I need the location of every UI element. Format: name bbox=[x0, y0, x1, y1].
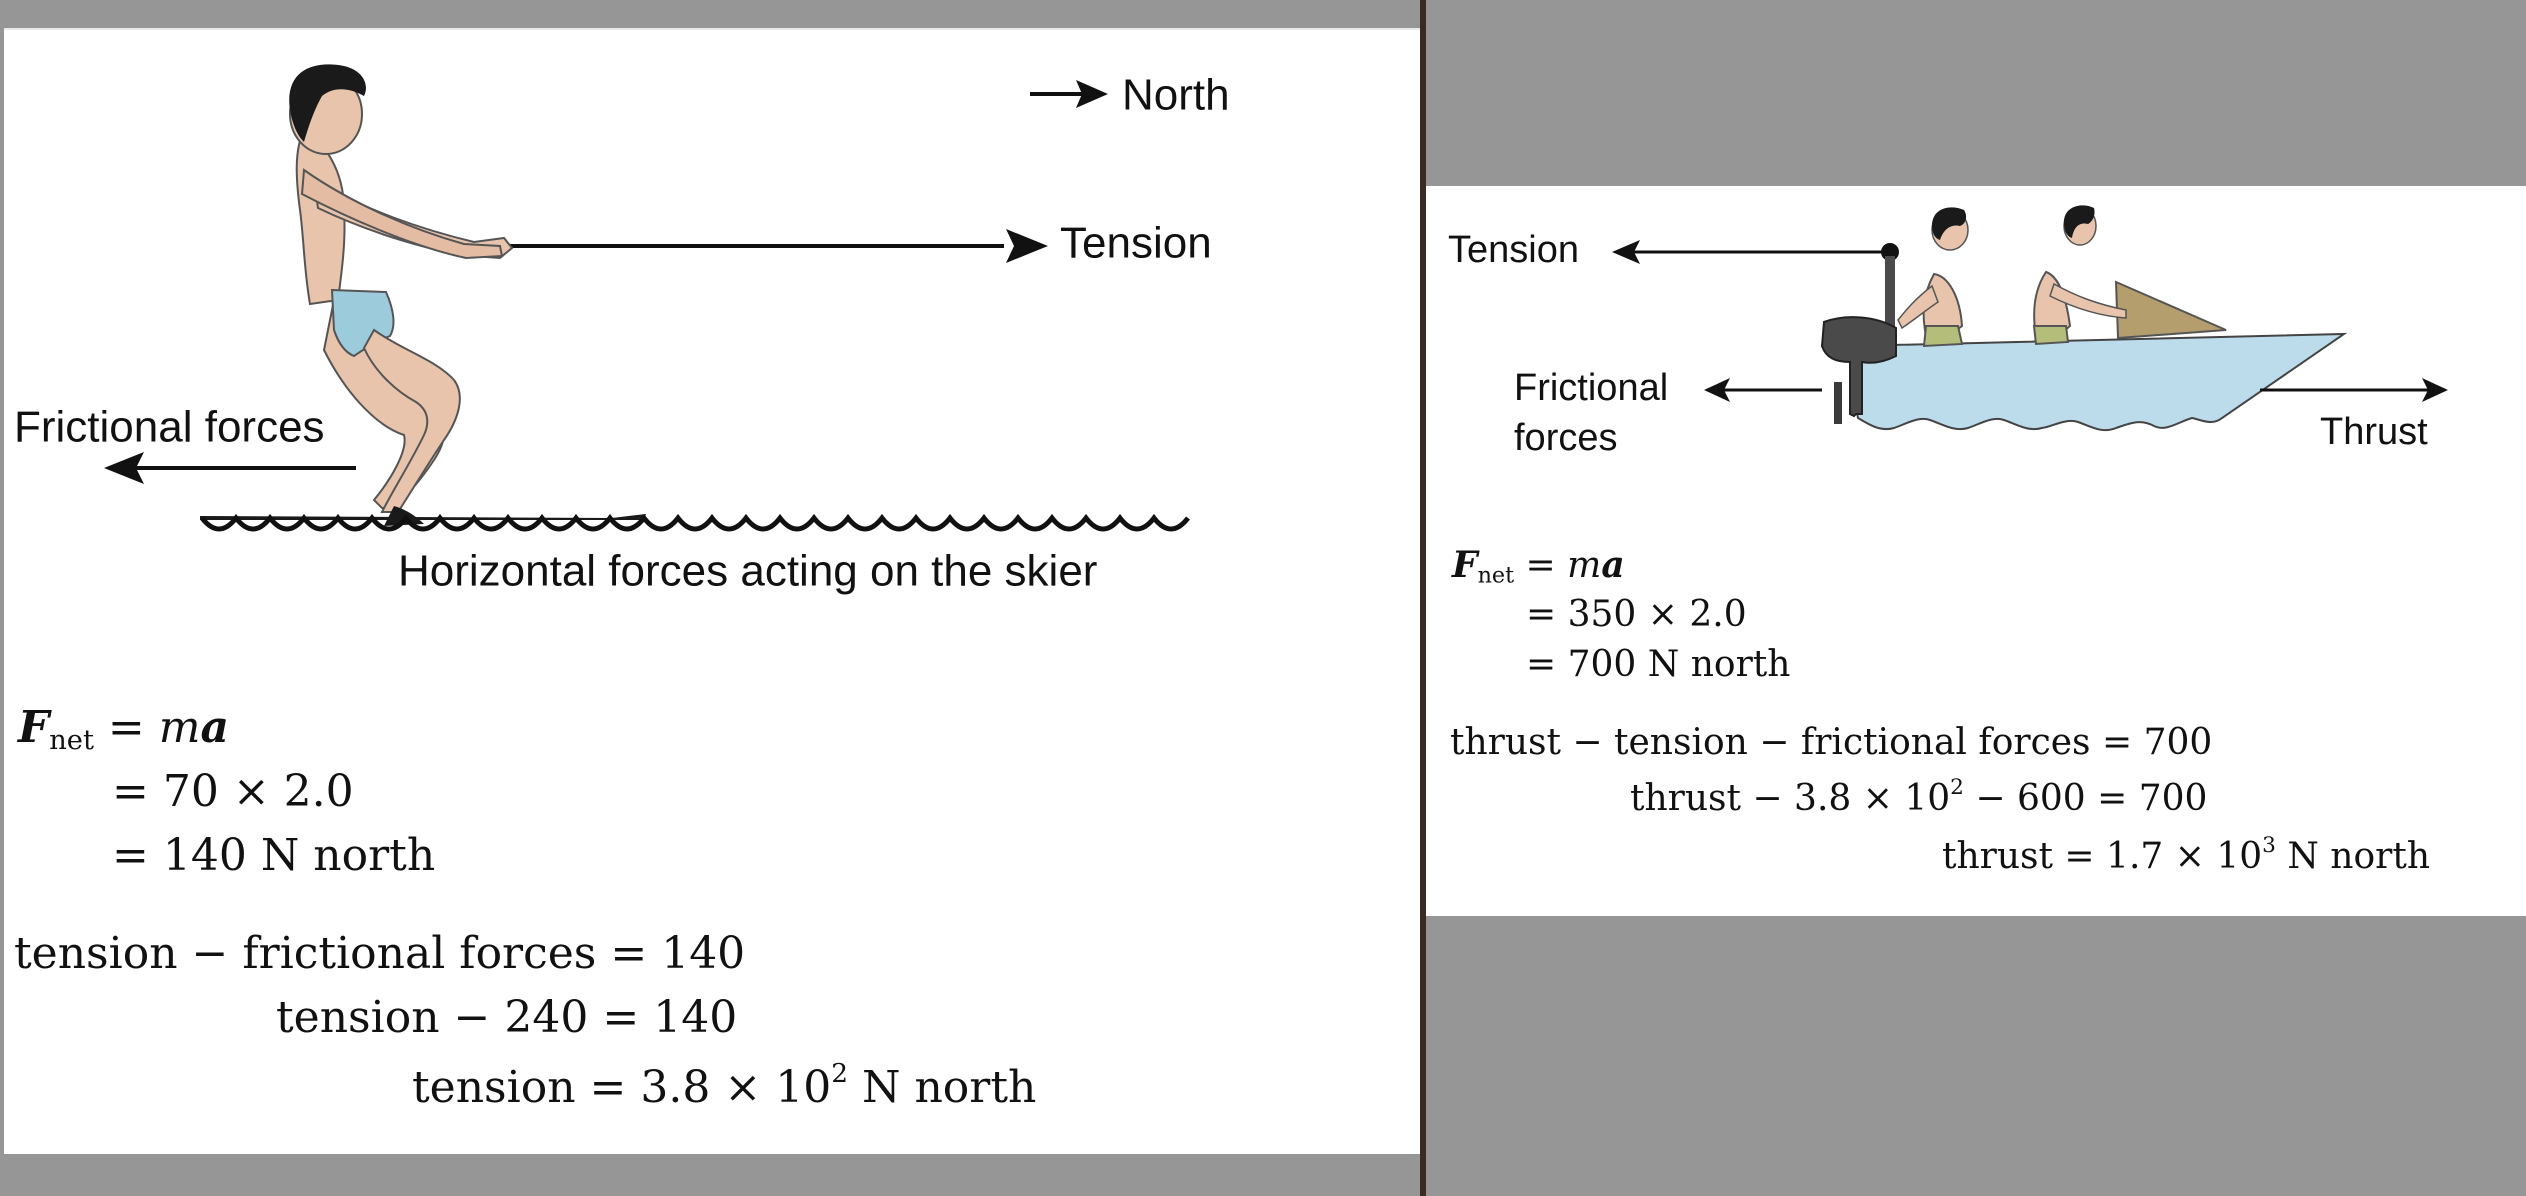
skier-caption: Horizontal forces acting on the skier bbox=[398, 547, 1097, 596]
boat-friction-label-2: forces bbox=[1514, 417, 1617, 459]
tension-arrow-head bbox=[1006, 229, 1048, 263]
boat-eq-line5: thrust − 3.8 × 102 − 600 = 700 bbox=[1630, 774, 2208, 819]
north-label: North bbox=[1122, 71, 1230, 120]
skier-eq-line4: tension − frictional forces = 140 bbox=[14, 928, 746, 979]
boat-driver bbox=[1897, 207, 1969, 348]
panel-divider bbox=[1420, 0, 1426, 1196]
boat-eq-line6: thrust = 1.7 × 103 N north bbox=[1942, 832, 2431, 877]
boat-friction-arrow-head bbox=[1704, 378, 1730, 402]
skier-eq-line3: = 140 N north bbox=[112, 830, 436, 881]
boat-tension-label: Tension bbox=[1448, 229, 1579, 271]
boat-diagram: Tension Frictional forces bbox=[1448, 205, 2448, 459]
skier-figure bbox=[200, 64, 1048, 526]
boat-panel: Tension Frictional forces bbox=[1426, 186, 2526, 916]
skier-diagram: North Frictional forces bbox=[14, 64, 1230, 596]
windshield bbox=[2114, 280, 2227, 340]
friction-arrow-head bbox=[104, 452, 144, 484]
boat-friction-label-1: Frictional bbox=[1514, 367, 1668, 409]
outboard-motor bbox=[1820, 316, 1897, 418]
skier-eq-line2: = 70 × 2.0 bbox=[112, 766, 354, 817]
skier-panel: North Frictional forces bbox=[4, 30, 1420, 1154]
skier-eq-line6: tension = 3.8 × 102 N north bbox=[412, 1058, 1037, 1113]
boat-eq-line3: = 700 N north bbox=[1526, 644, 1791, 685]
water-ski bbox=[200, 514, 646, 520]
friction-label: Frictional forces bbox=[14, 403, 325, 452]
tension-label: Tension bbox=[1060, 219, 1212, 268]
boat-hull bbox=[1851, 332, 2348, 432]
tow-post bbox=[1885, 256, 1895, 346]
boat-eq-line2: = 350 × 2.0 bbox=[1526, 594, 1747, 635]
skier-hair bbox=[289, 64, 366, 142]
thrust-label: Thrust bbox=[2320, 411, 2428, 453]
boat-eq-fnet: Fnet = ma bbox=[1452, 544, 1625, 589]
thrust-arrow-head bbox=[2422, 378, 2448, 402]
boat-passenger bbox=[2032, 205, 2227, 346]
water-waves bbox=[200, 513, 1190, 532]
north-arrow-head bbox=[1076, 80, 1108, 108]
boat-tension-arrow-head bbox=[1612, 240, 1640, 264]
skier-eq-fnet: Fnet = ma bbox=[18, 702, 229, 756]
boat-eq-line4: thrust − tension − frictional forces = 7… bbox=[1450, 722, 2213, 763]
skier-eq-line5: tension − 240 = 140 bbox=[276, 992, 738, 1043]
